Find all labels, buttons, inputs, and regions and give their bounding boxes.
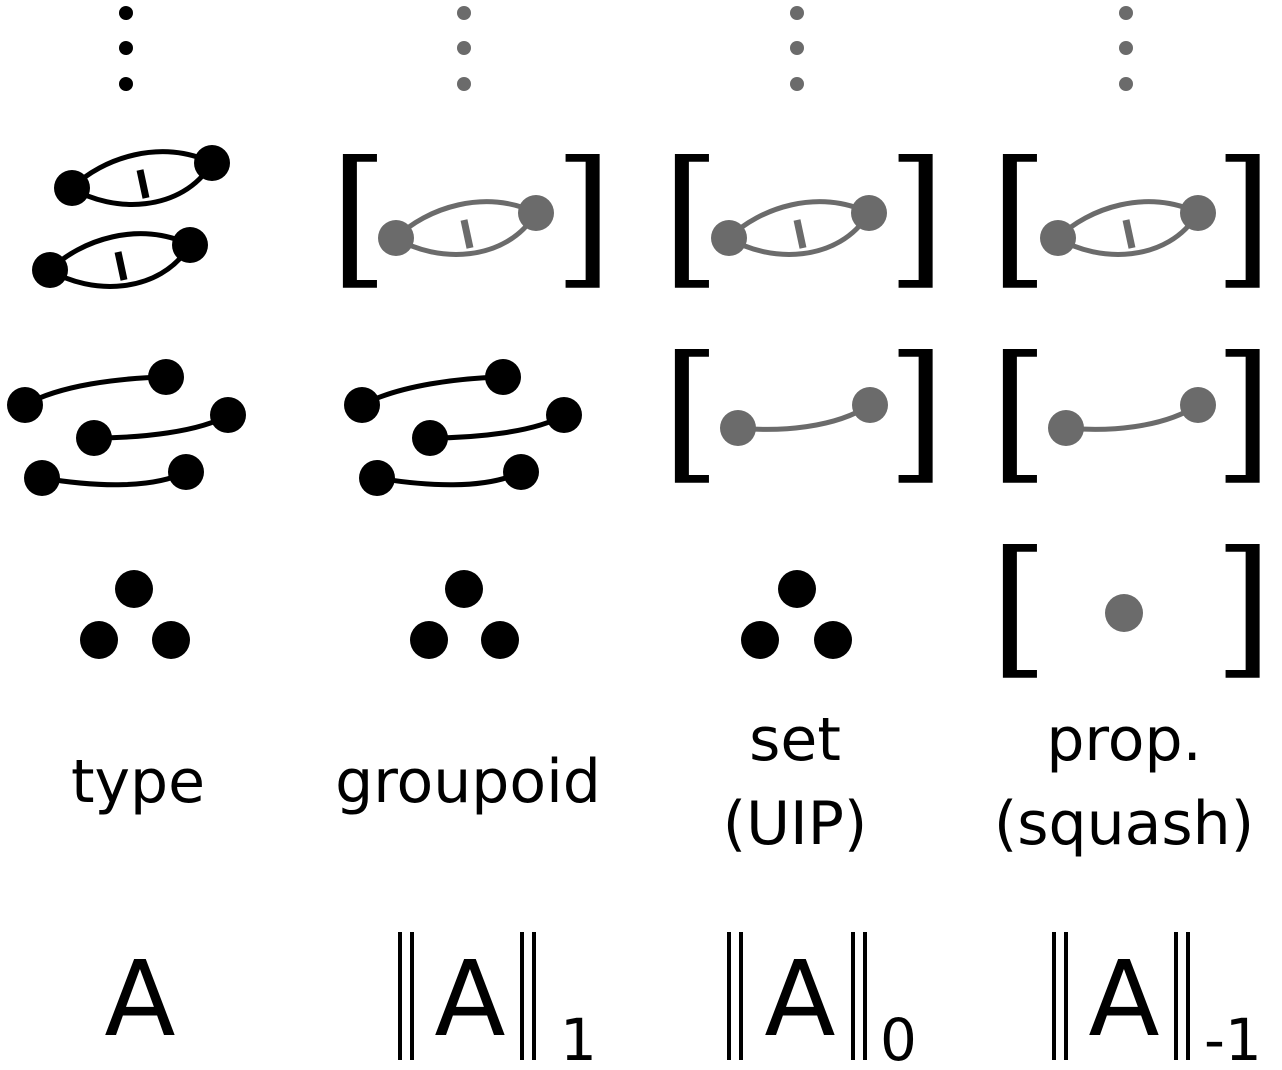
column-label: groupoid <box>335 747 601 817</box>
homotopy-diagram <box>54 145 230 207</box>
svg-text:A: A <box>434 938 505 1060</box>
column-set: [ ] [ ] set (UIP) A <box>662 6 946 1070</box>
ellipsis-dots <box>1119 6 1133 91</box>
column-type: type A <box>7 6 246 1060</box>
truncation-notation: A -1 <box>1052 932 1262 1070</box>
point-level <box>80 570 190 659</box>
ellipsis-dots <box>119 6 133 91</box>
point-level <box>410 570 519 659</box>
column-label: (UIP) <box>723 789 868 859</box>
column-label: prop. <box>1046 705 1201 775</box>
subscript: 0 <box>880 1006 917 1070</box>
column-label: (squash) <box>994 789 1254 859</box>
ellipsis-dots <box>457 6 471 91</box>
left-bracket: [ <box>990 130 1049 304</box>
subscript: 1 <box>560 1006 597 1070</box>
left-bracket: [ <box>662 130 721 304</box>
right-bracket: ] <box>1214 130 1273 304</box>
homotopy-diagram <box>32 227 208 289</box>
path-level <box>7 359 246 496</box>
svg-text:A: A <box>1088 938 1159 1060</box>
path-level <box>344 359 582 496</box>
homotopy-diagram <box>378 195 554 257</box>
column-prop: [ ] [ ] [ ] prop. (squash) A <box>990 6 1273 1070</box>
column-label: set <box>749 705 841 775</box>
point-level <box>741 570 852 659</box>
path-level: [ ] <box>662 325 946 499</box>
right-bracket: ] <box>554 130 613 304</box>
path-level: [ ] <box>990 325 1273 499</box>
subscript: -1 <box>1204 1006 1262 1070</box>
ellipsis-dots <box>790 6 804 91</box>
left-bracket: [ <box>990 520 1049 694</box>
column-label: type <box>71 747 205 817</box>
homotopy-level: [ ] <box>990 130 1273 304</box>
homotopy-level: [ ] <box>330 130 613 304</box>
truncation-notation: A 0 <box>727 932 917 1070</box>
right-bracket: ] <box>1214 325 1273 499</box>
point-level: [ ] <box>990 520 1273 694</box>
truncation-notation: A 1 <box>398 932 597 1070</box>
left-bracket: [ <box>662 325 721 499</box>
right-bracket: ] <box>887 130 946 304</box>
truncation-notation: A <box>104 938 175 1060</box>
column-groupoid: [ ] groupoid A <box>330 6 613 1070</box>
homotopy-diagram <box>711 195 887 257</box>
left-bracket: [ <box>330 130 389 304</box>
right-bracket: ] <box>1214 520 1273 694</box>
homotopy-level: [ ] <box>662 130 946 304</box>
right-bracket: ] <box>887 325 946 499</box>
homotopy-level <box>32 145 230 289</box>
homotopy-diagram <box>1040 195 1216 257</box>
left-bracket: [ <box>990 325 1049 499</box>
svg-text:A: A <box>764 938 835 1060</box>
